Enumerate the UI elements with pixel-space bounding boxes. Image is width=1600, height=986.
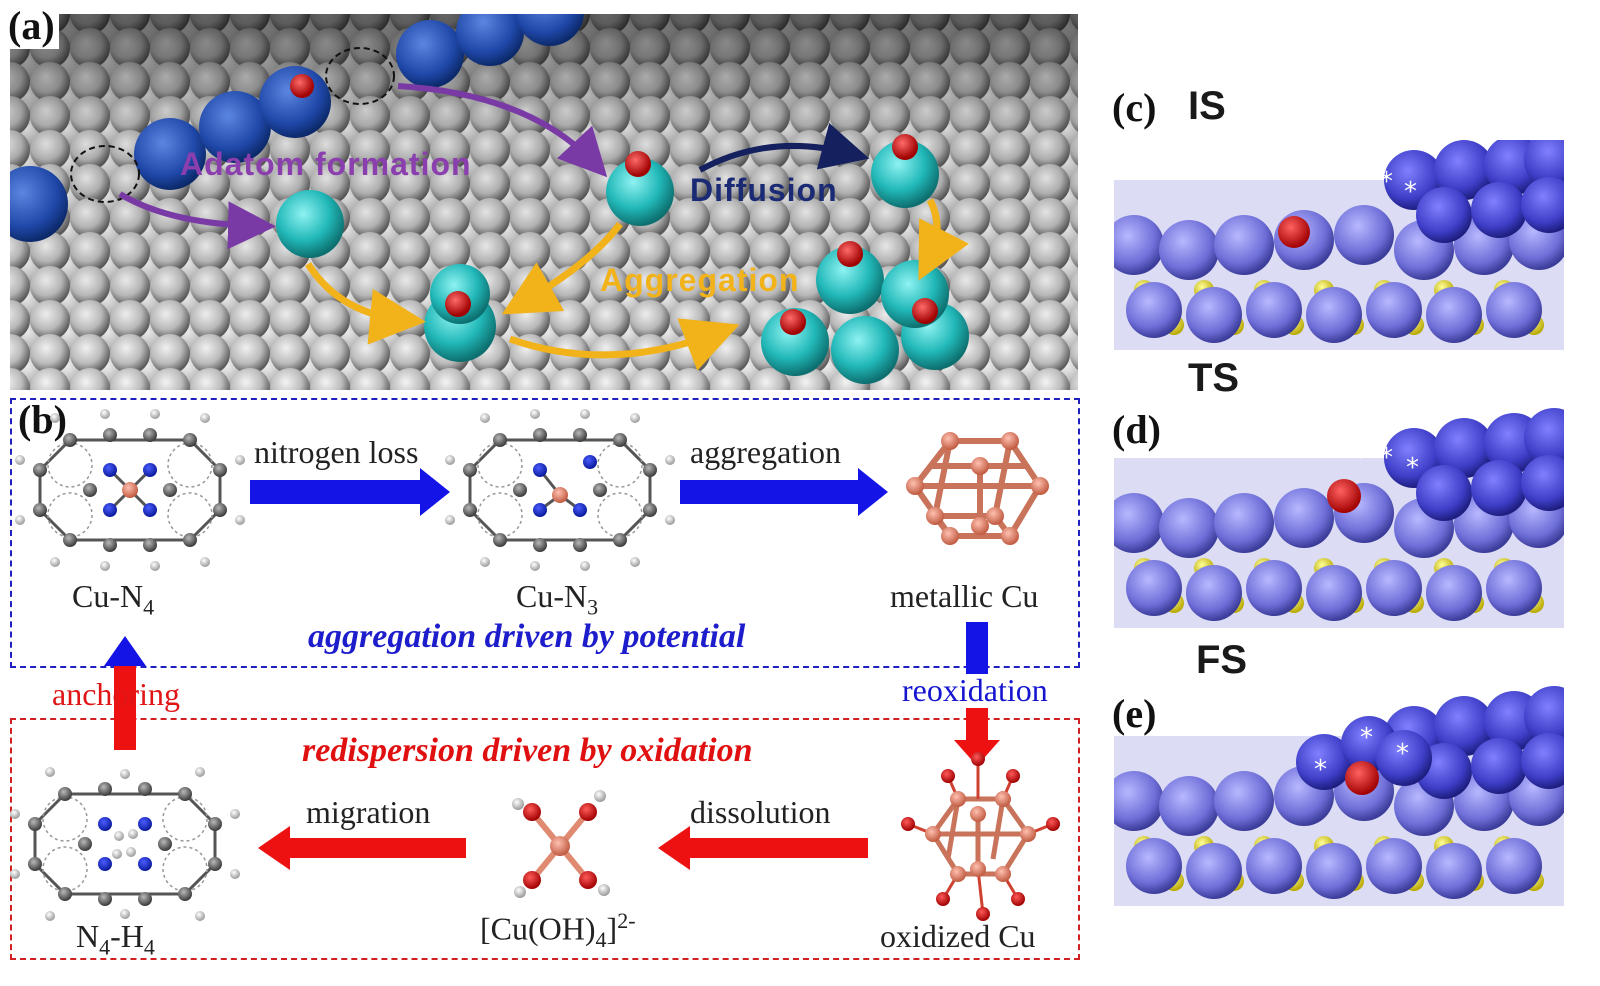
cuoh-sup: 2- [617,908,636,933]
panel-c-label: (c) [1112,85,1157,130]
dissolution-label: dissolution [690,794,831,830]
panel-b-top-box [10,398,1080,668]
n4h4-sub1: 4 [99,934,111,960]
asterisk-marker: * [1404,177,1417,207]
reoxidation-label: reoxidation [902,672,1048,708]
asterisk-marker: * [1406,453,1419,483]
aggregation-arrow [305,262,426,345]
asterisk-marker: * [1380,443,1393,473]
cu-n3-text: Cu-N [516,578,588,614]
panel-b-bottom-box [10,718,1080,960]
oxygen-atom [1345,761,1379,795]
adatom-arrow [118,191,276,250]
cu-oh4-label: [Cu(OH)4]2- [480,908,636,953]
cuoh-sub: 4 [595,927,607,953]
cu-n3-molecule [445,409,675,571]
nitrogen-loss-arrow [250,468,450,516]
dissolution-arrow [658,826,868,870]
vacancy-circle [70,145,140,203]
diffusion-arrow [698,123,870,173]
oxygen-atom [1327,479,1361,513]
cu-n4-text: Cu-N [72,578,144,614]
adatom-arrow [397,83,608,178]
asterisk-marker: * [1356,157,1369,187]
panel-e-label: (e) [1112,691,1157,736]
cuoh-part1: [Cu(OH) [480,910,596,947]
adatom-formation-label: Adatom formation [180,146,472,182]
asterisk-marker: * [1396,739,1409,769]
migration-arrow [258,826,466,870]
panel-d-label: (d) [1112,407,1161,452]
anchoring-label: anchoring [52,676,180,712]
oxygen-atom [1278,216,1310,248]
state-fs-label: FS [1196,638,1248,682]
panel-b-diagram [10,409,1060,921]
aggregation-label: Aggregation [600,262,800,298]
aggregation-arrow [501,221,623,315]
panel-a-surface [10,14,1078,390]
cu-n4-molecule [15,409,245,571]
n4h4-part1: N [76,918,100,954]
slab-panels: * * * * * * * * * [1114,140,1564,906]
anchoring-arrow [114,660,136,750]
asterisk-marker: * [1354,443,1367,473]
slab-ts: * * * [1114,408,1564,628]
oxygen-atom [290,74,314,98]
asterisk-marker: * [1314,755,1327,785]
state-ts-label: TS [1188,356,1240,400]
oxidized-cu-cluster [901,752,1060,921]
aggregation-arrow [508,318,740,371]
slab-fs: * * * [1114,686,1564,906]
n4-h4-molecule [10,767,240,921]
state-is-label: IS [1188,84,1226,128]
caption-redispersion: redispersion driven by oxidation [302,732,753,769]
metallic-cu-label: metallic Cu [890,578,1039,614]
panel-a-label: (a) [4,2,59,49]
metallic-cu-cluster [906,432,1049,545]
oxidized-cu-label: oxidized Cu [880,918,1036,954]
oxygen-atoms [445,134,938,335]
cu-oh4-complex [512,790,610,898]
cu-n3-label: Cu-N3 [516,578,598,620]
reoxidation-arrow [966,622,988,674]
cu-n4-subscript: 4 [143,594,155,620]
diffusion-label: Diffusion [690,172,838,208]
n4-h4-label: N4-H4 [76,918,155,960]
asterisk-marker: * [1360,723,1373,753]
nitrogen-loss-label: nitrogen loss [254,434,419,470]
cu-n3-subscript: 3 [587,594,599,620]
blue-step-atoms [10,14,584,242]
caption-aggregation: aggregation driven by potential [308,618,746,655]
vacancy-circle [325,47,395,105]
cu-n4-label: Cu-N4 [72,578,154,620]
slab-is: * * * [1114,140,1564,350]
n4h4-part2: -H [110,918,144,954]
asterisk-marker: * [1380,167,1393,197]
cuoh-part2: ] [606,910,618,947]
migration-label: migration [306,794,431,830]
aggregation-arrow-label: aggregation [690,434,842,470]
aggregation-arrow-b [680,468,888,516]
panel-a: Adatom formation Diffusion Aggregation [10,14,1078,390]
n4h4-sub2: 4 [143,934,155,960]
aggregation-arrow [918,198,969,281]
